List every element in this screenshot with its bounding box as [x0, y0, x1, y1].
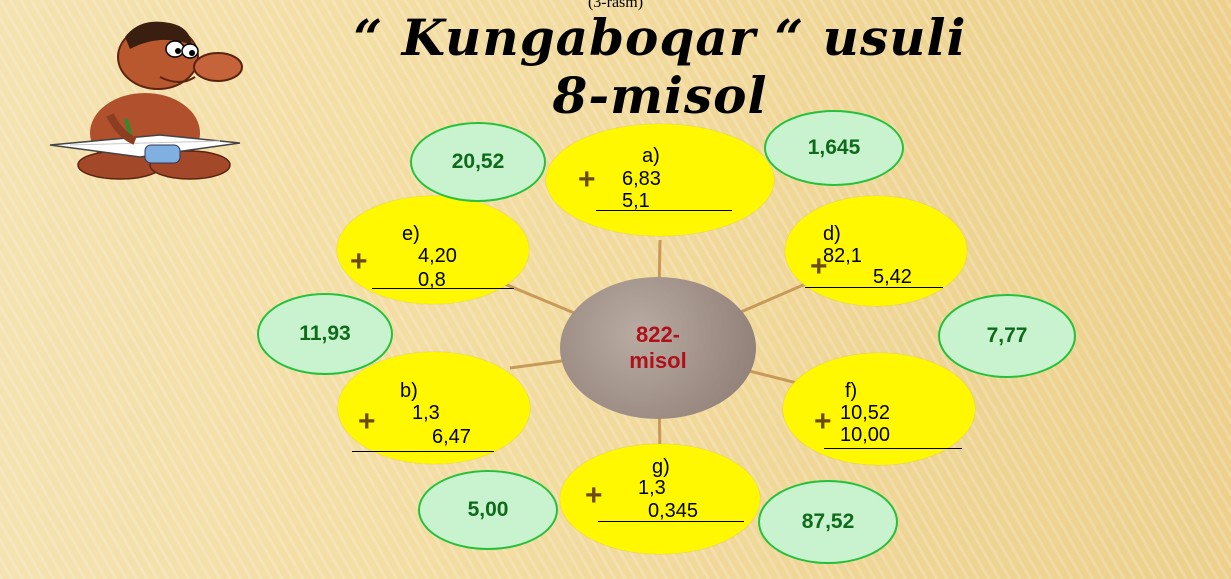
center-line1: 822- — [635, 322, 681, 347]
petal-g — [560, 444, 760, 554]
petal-a-rule — [596, 210, 732, 211]
plus-icon: + — [810, 250, 828, 283]
answer-bubble: 7,77 — [938, 294, 1076, 378]
plus-icon: + — [578, 163, 596, 196]
petal-b — [338, 352, 530, 464]
plus-icon: + — [585, 479, 603, 512]
center-problem-circle: 822- misol — [560, 277, 756, 419]
petal-d-num2: 5,42 — [873, 266, 912, 288]
petal-d-label: d) — [823, 223, 841, 245]
petal-e-num1: 4,20 — [418, 245, 457, 267]
cartoon-man-writing-image — [49, 21, 243, 180]
center-line2: misol — [629, 348, 687, 373]
answer-bubble: 1,645 — [764, 110, 904, 186]
petal-g-num2: 0,345 — [648, 500, 699, 522]
plus-icon: + — [358, 405, 376, 438]
petal-a-label: a) — [642, 145, 660, 167]
plus-icon: + — [814, 405, 832, 438]
petal-b-rule — [352, 451, 494, 452]
petal-f-num2: 10,00 — [840, 424, 891, 446]
answer-bubble: 11,93 — [257, 293, 393, 375]
petal-g-num1: 1,3 — [638, 477, 666, 499]
petal-a-num1: 6,83 — [622, 168, 661, 190]
petal-d-num1: 82,1 — [823, 245, 862, 267]
slide-title: “ Kungaboqar “ usuli — [353, 8, 967, 67]
petal-b-num2: 6,47 — [432, 426, 471, 448]
petal-e — [337, 196, 529, 304]
plus-icon: + — [350, 245, 368, 278]
petal-d-rule — [805, 287, 943, 288]
petal-a — [546, 124, 774, 236]
petal-e-num2: 0,8 — [418, 269, 446, 291]
answer-bubble: 87,52 — [758, 480, 898, 564]
petal-f-rule — [824, 448, 962, 449]
answer-bubble: 5,00 — [418, 470, 558, 550]
petal-f-num1: 10,52 — [840, 402, 891, 424]
petal-g-rule — [598, 521, 744, 522]
figure-caption: (3-rasm) — [587, 0, 644, 11]
petal-e-label: e) — [402, 223, 420, 245]
petal-e-rule — [372, 288, 514, 289]
answer-bubble: 20,52 — [410, 122, 546, 202]
petal-a-num2: 5,1 — [622, 190, 650, 212]
petal-b-label: b) — [400, 380, 418, 402]
petal-g-label: g) — [652, 456, 670, 478]
petal-f — [783, 353, 975, 465]
petal-b-num1: 1,3 — [412, 402, 440, 424]
slide-subtitle: 8-misol — [552, 66, 768, 125]
petal-f-label: f) — [845, 380, 858, 402]
